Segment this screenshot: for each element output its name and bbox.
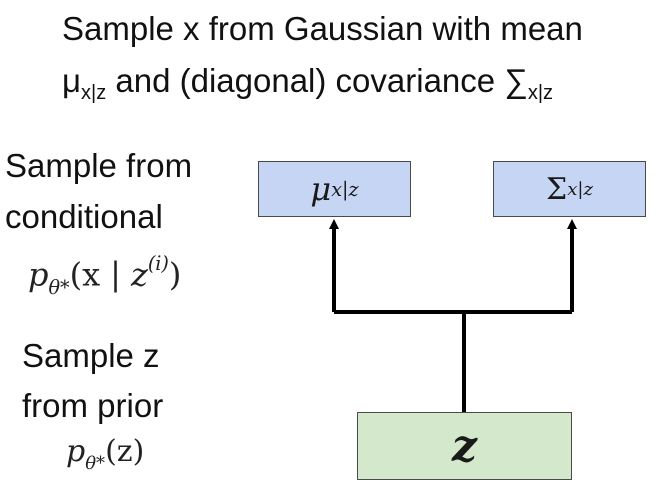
- title-line-2-middle: and (diagonal) covariance: [106, 62, 505, 99]
- title-line-2: μx|z and (diagonal) covariance ∑x|z: [62, 62, 553, 112]
- covariance-subscript: x|z: [567, 178, 593, 200]
- prior-formula-p: p: [66, 434, 86, 469]
- latent-z-box: z: [357, 412, 572, 480]
- conditional-formula-superscript: (i): [147, 252, 169, 275]
- conditional-label-line-2: conditional: [5, 198, 163, 235]
- prior-formula: pθ*(z): [66, 434, 144, 474]
- conditional-formula-open: (x: [69, 255, 101, 294]
- prior-label-line-1: Sample z: [22, 337, 160, 374]
- prior-formula-arg: (z): [105, 434, 145, 469]
- latent-z-symbol: z: [452, 420, 477, 472]
- conditional-formula-z: z: [130, 255, 148, 294]
- conditional-formula-bar: |: [110, 255, 121, 294]
- title-sigma-symbol: ∑: [504, 62, 528, 99]
- covariance-symbol: Σ: [546, 171, 568, 207]
- mean-subscript: x|z: [331, 177, 359, 201]
- conditional-formula: pθ*(x|z(i)): [28, 252, 181, 299]
- title-line-1: Sample x from Gaussian with mean: [62, 10, 583, 47]
- prior-label-line-2: from prior: [22, 387, 164, 424]
- conditional-formula-theta: θ*: [48, 275, 70, 299]
- conditional-formula-close: ): [168, 255, 182, 294]
- prior-formula-theta: θ*: [85, 453, 106, 475]
- conditional-label-line-1: Sample from: [5, 147, 193, 184]
- title-sigma-subscript: x|z: [527, 82, 554, 104]
- title-mu-symbol: μ: [62, 62, 82, 99]
- title-mu-subscript: x|z: [81, 82, 107, 104]
- conditional-formula-p: p: [28, 255, 49, 294]
- mean-symbol: μ: [310, 170, 332, 208]
